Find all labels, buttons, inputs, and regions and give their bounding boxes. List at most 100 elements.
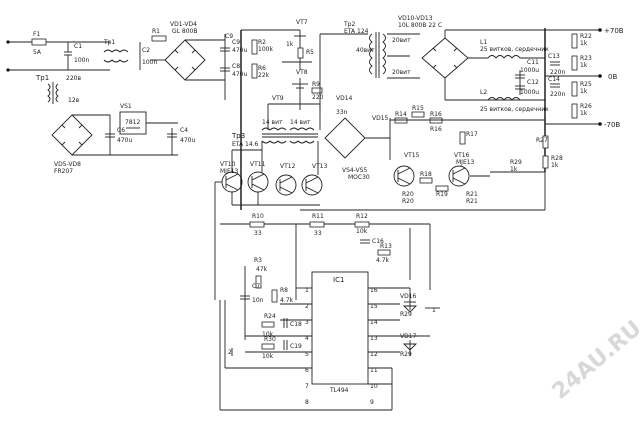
vs1-label: VS1 [120, 103, 132, 110]
opto-label: VS4-VS5 [342, 167, 367, 174]
r30-label: R30 [264, 336, 276, 343]
r24-resistor [261, 321, 275, 328]
pin-9: 9 [370, 399, 374, 406]
c9-top-label: C9 [225, 33, 233, 40]
r1-label: R1 [152, 28, 160, 35]
c4-label: C4 [180, 127, 188, 134]
vt16-label: VT16 [454, 152, 470, 159]
vd14-label: VD14 [336, 95, 353, 102]
pin-13: 13 [370, 335, 378, 342]
output-bridge: VD10-VD13 10L 800B 22 C [398, 15, 545, 101]
tp2-sec2: 20вит [392, 69, 411, 76]
r17-resistor [459, 131, 466, 145]
r3-label: R3 [254, 257, 262, 264]
tp2-transformer: Tp2 ETA 124 40вит 20вит 20вит [319, 21, 420, 110]
driver-transistors: VT10 МJЕ13 VT11 VT12 VT13 [214, 141, 328, 300]
r19-label: R19 [436, 191, 448, 198]
r12-label: R12 [356, 213, 368, 220]
r16-value: R16 [430, 126, 442, 133]
r23-label: R23 [580, 55, 592, 62]
vt15-transistor [393, 165, 415, 187]
r11-value: 33 [314, 230, 322, 237]
r15-resistor [411, 111, 425, 118]
vt16-value: МJЕ13 [456, 159, 475, 166]
vd1-label: VD1-VD4 [170, 21, 197, 28]
c7-label: C7 [252, 283, 260, 290]
r18-resistor [419, 177, 433, 184]
output-chokes: L1 25 витков, сердечник L2 25 витков, се… [480, 39, 549, 113]
r10-resistor [249, 221, 265, 228]
r11-label: R11 [312, 213, 324, 220]
c7-value: 10n [252, 297, 264, 304]
c8-label: C8 [232, 63, 240, 70]
r1-resistor [151, 35, 167, 42]
pin-6: 6 [305, 367, 309, 374]
tp2-value: ETA 124 [344, 28, 369, 35]
vd14-value: 33n [336, 109, 348, 116]
feedback-divider: R27 R28 1k R29 1k [300, 135, 563, 211]
c11-value: 1000u [520, 67, 539, 74]
vd10-value: 10L 800B 22 C [398, 22, 442, 29]
l1-value: 25 витков, сердечник [480, 46, 549, 53]
opto-value: MOC30 [348, 174, 370, 181]
tp2-primary: 40вит [356, 47, 375, 54]
pin-14: 14 [370, 319, 378, 326]
r23-resistor [571, 55, 578, 71]
r13-label: R13 [380, 243, 392, 250]
vd5-label: VD5-VD8 [54, 161, 81, 168]
r15-label: R15 [412, 105, 424, 112]
r21-label: R21 [466, 191, 478, 198]
vs1-value: 7812 [125, 119, 140, 126]
r11-resistor [309, 221, 325, 228]
vd16-diode [402, 305, 418, 313]
r16-resistor [429, 117, 443, 124]
vt16-transistor [448, 165, 470, 187]
c6-label: C6 [117, 127, 125, 134]
r12-resistor [354, 221, 370, 228]
l2-value: 25 витков, сердечник [480, 106, 549, 113]
r8-resistor [271, 289, 278, 303]
c19-label: C19 [290, 343, 302, 350]
r6-resistor [251, 63, 258, 79]
pin-7: 7 [305, 383, 309, 390]
r28-resistor [542, 155, 549, 169]
ic1-label: IC1 [333, 276, 344, 284]
l2-label: L2 [480, 89, 487, 96]
c13-value: 220n [550, 69, 565, 76]
vt10-transistor [221, 171, 243, 193]
l1-label: L1 [480, 39, 487, 46]
r18-label: R18 [420, 171, 432, 178]
vt13-transistor [301, 174, 323, 196]
out-plus-label: +70В [604, 27, 624, 35]
terminal-minus [598, 122, 602, 126]
c2-value: 100n [142, 59, 157, 66]
feedback-transistors: VS4-VS5 MOC30 VT15 VT16 МJЕ13 R18 R19 R2… [342, 152, 490, 205]
vt11-transistor [247, 171, 269, 193]
vt10-label: VT10 [220, 161, 236, 168]
tp2-label: Tp2 [343, 21, 355, 28]
r3-resistor [255, 275, 262, 289]
r6-label: R6 [258, 65, 266, 72]
tp2-sec1: 20вит [392, 37, 411, 44]
vt15-label: VT15 [404, 152, 420, 159]
r3-value: 47k [256, 266, 268, 273]
r26-label: R26 [580, 103, 592, 110]
vt7-label: VT7 [296, 19, 308, 26]
f1-label: F1 [33, 31, 40, 38]
r13-resistor [377, 249, 391, 256]
ic1-part: TL494 [329, 387, 349, 394]
fuse-f1 [31, 38, 47, 46]
terminal-plus [598, 28, 602, 32]
r30-value: 10k [262, 353, 274, 360]
r28-value: 1k [551, 162, 559, 169]
r14-label: R14 [395, 111, 407, 118]
c12-value: 1000u [520, 89, 539, 96]
r27-resistor [542, 135, 549, 149]
ic1-pwm-controller: IC1 TL494 1 2 3 4 5 6 7 8 16 15 14 13 12… [245, 271, 410, 406]
c14-label: C14 [548, 76, 560, 83]
vt12-label: VT12 [280, 163, 296, 170]
r28-label: R28 [551, 155, 563, 162]
r20-value: R20 [402, 198, 414, 205]
pin-12: 12 [370, 351, 378, 358]
r5-value: 1k [286, 41, 294, 48]
